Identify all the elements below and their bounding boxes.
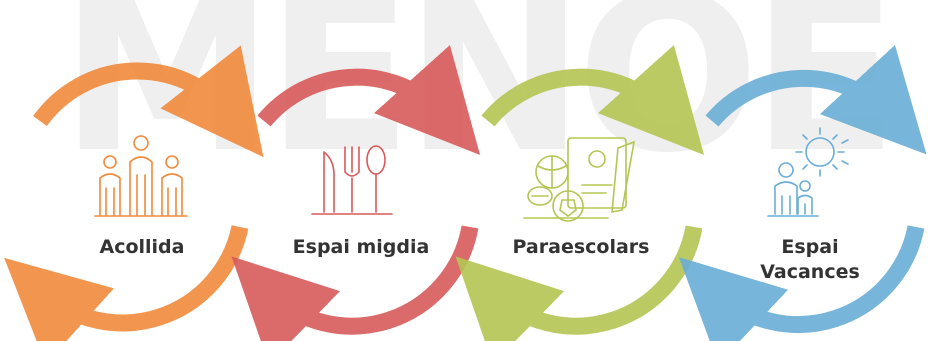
sun-family-icon: [767, 127, 849, 217]
ring-espai-migdia: [231, 44, 481, 341]
label-espai-vacances-line1: Espai: [781, 236, 839, 258]
label-espai-vacances-line2: Vacances: [760, 261, 860, 283]
label-acollida: Acollida: [99, 236, 185, 258]
label-espai-migdia: Espai migdia: [292, 236, 430, 258]
cutlery-icon: [311, 145, 393, 215]
family-icon: [94, 135, 188, 217]
ring-espai-vacances: [678, 44, 927, 341]
sports-notebook-icon: [523, 137, 636, 222]
label-paraescolars: Paraescolars: [512, 236, 650, 258]
ring-paraescolars: [455, 44, 705, 341]
ring-acollida: [4, 45, 264, 341]
